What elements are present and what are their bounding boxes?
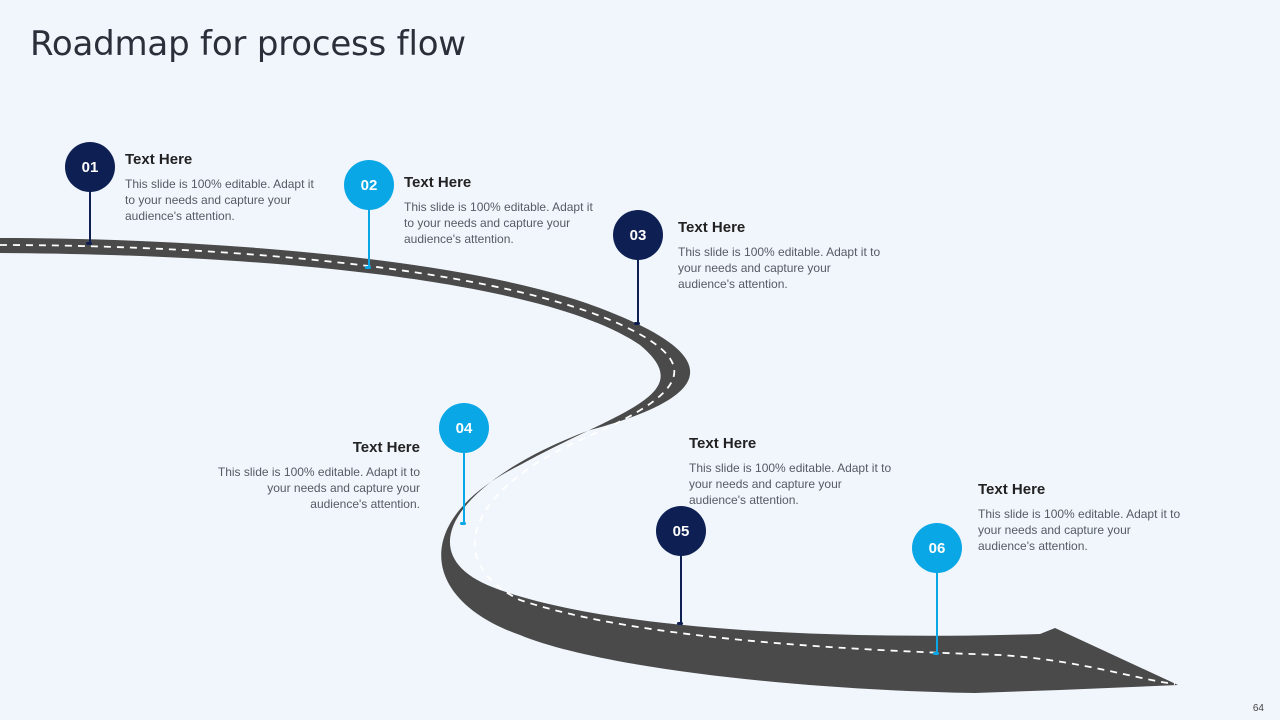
step-02-text: Text Here This slide is 100% editable. A…	[404, 174, 604, 247]
step-01-body: This slide is 100% editable. Adapt it to…	[125, 177, 314, 223]
step-05-anchor	[677, 622, 683, 625]
step-03-body: This slide is 100% editable. Adapt it to…	[678, 245, 881, 291]
step-03-anchor	[634, 322, 640, 325]
step-06-heading: Text Here	[978, 481, 1046, 498]
step-04-pin: 04	[439, 403, 489, 453]
step-02-heading: Text Here	[404, 174, 472, 191]
step-01-heading: Text Here	[125, 151, 193, 168]
step-06-anchor	[933, 652, 939, 655]
step-06-pin: 06	[912, 523, 962, 573]
step-03-number: 03	[629, 226, 647, 244]
step-06-text: Text Here This slide is 100% editable. A…	[978, 481, 1190, 554]
page-number: 64	[1252, 703, 1264, 714]
step-04-anchor	[460, 522, 466, 525]
step-01-pin: 01	[65, 142, 115, 192]
step-01-number: 01	[81, 158, 99, 176]
step-02-stem	[368, 208, 370, 268]
step-06-body: This slide is 100% editable. Adapt it to…	[978, 507, 1181, 553]
step-04-stem	[463, 452, 465, 524]
step-05-number: 05	[672, 522, 690, 540]
step-05-heading: Text Here	[689, 435, 757, 452]
step-05-text: Text Here This slide is 100% editable. A…	[689, 435, 894, 508]
step-02-anchor	[365, 266, 371, 269]
step-05-body: This slide is 100% editable. Adapt it to…	[689, 461, 892, 507]
step-03-text: Text Here This slide is 100% editable. A…	[678, 219, 890, 292]
step-05-stem	[680, 554, 682, 624]
step-01-anchor	[86, 242, 92, 245]
step-06-stem	[936, 570, 938, 654]
step-05-pin: 05	[656, 506, 706, 556]
step-06-number: 06	[928, 539, 946, 557]
step-03-stem	[637, 258, 639, 324]
step-01-stem	[89, 190, 91, 244]
step-02-body: This slide is 100% editable. Adapt it to…	[404, 200, 593, 246]
step-02-number: 02	[360, 176, 378, 194]
step-03-heading: Text Here	[678, 219, 746, 236]
step-04-text: Text Here This slide is 100% editable. A…	[212, 439, 420, 512]
road-center-line	[0, 244, 1176, 685]
road-body	[0, 238, 1178, 693]
step-01-text: Text Here This slide is 100% editable. A…	[125, 151, 325, 224]
step-02-pin: 02	[344, 160, 394, 210]
step-03-pin: 03	[613, 210, 663, 260]
step-04-heading: Text Here	[352, 439, 420, 456]
page-title: Roadmap for process flow	[30, 24, 466, 64]
step-04-number: 04	[455, 419, 473, 437]
step-04-body: This slide is 100% editable. Adapt it to…	[217, 465, 420, 511]
